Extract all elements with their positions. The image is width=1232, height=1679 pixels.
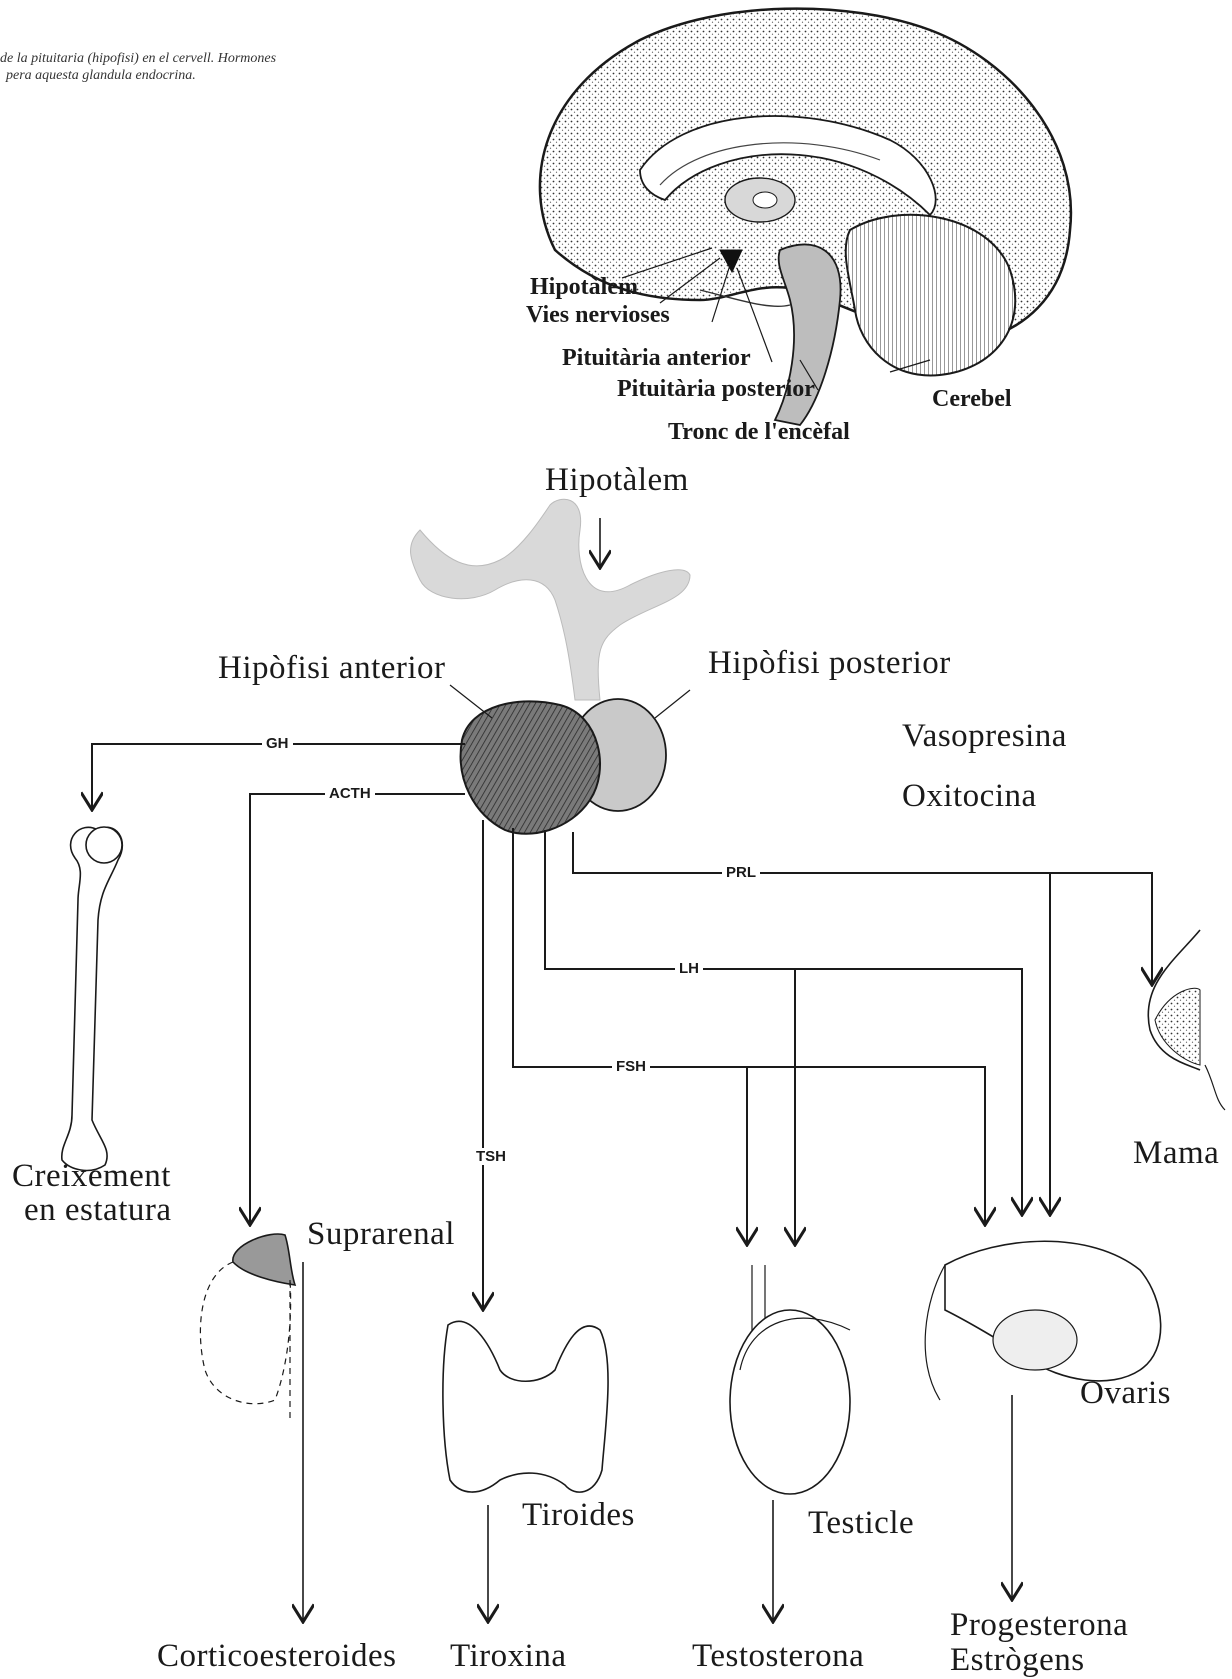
breast-organ: [1148, 930, 1225, 1110]
product-estrogens: Estrògens: [950, 1642, 1085, 1679]
brain-label-hypothalamus: Hipotàlem: [530, 274, 638, 301]
brain-label-brainstem: Tronc de l'encèfal: [668, 419, 850, 446]
lh-pathway: [545, 830, 1022, 1215]
hypothalamus-stalk: [411, 499, 690, 700]
brain-label-anterior-pituitary: Pituitària anterior: [562, 345, 751, 372]
product-corticosteroids: Corticoesteroides: [157, 1638, 396, 1675]
brain-label-posterior-pituitary: Pituitària posterior: [617, 376, 815, 403]
acth-pathway: [250, 794, 465, 1225]
oxytocin-label: Oxitocina: [902, 778, 1037, 815]
caption-line-1: de la pituitaria (hipofisi) en el cervel…: [0, 50, 276, 67]
caption-line-2: pera aquesta glandula endocrina.: [0, 67, 276, 84]
target-testicle: Testicle: [808, 1505, 914, 1542]
product-progesterone: Progesterona: [950, 1607, 1128, 1644]
hormone-prl: PRL: [722, 864, 760, 881]
femur-bone: [62, 827, 123, 1170]
hypothalamus-title: Hipotàlem: [545, 462, 689, 499]
brain-label-cerebellum: Cerebel: [932, 386, 1012, 413]
thyroid-gland: [443, 1321, 608, 1492]
product-testosterone: Testosterona: [692, 1638, 864, 1675]
hormone-tsh: TSH: [472, 1148, 510, 1165]
target-breast: Mama: [1133, 1135, 1219, 1172]
adrenal-kidney: [200, 1234, 295, 1420]
testicle-organ: [730, 1265, 850, 1494]
anterior-pituitary-lobe: [461, 701, 600, 833]
thalamus-highlight: [753, 192, 777, 208]
target-adrenal: Suprarenal: [307, 1216, 455, 1253]
vasopressin-label: Vasopresina: [902, 718, 1067, 755]
hormone-lh: LH: [675, 960, 703, 977]
gh-pathway: [92, 744, 465, 810]
target-ovaries: Ovaris: [1080, 1375, 1171, 1412]
brain-label-nerve-pathways: Vies nervioses: [526, 302, 670, 329]
figure-caption: de la pituitaria (hipofisi) en el cervel…: [0, 50, 276, 84]
target-thyroid: Tiroides: [522, 1497, 635, 1534]
product-thyroxine: Tiroxina: [450, 1638, 566, 1675]
fsh-pathway: [513, 828, 985, 1225]
anterior-pituitary-label: Hipòfisi anterior: [218, 650, 446, 687]
target-growth-line1: Creixement: [12, 1158, 171, 1195]
hormone-fsh: FSH: [612, 1058, 650, 1075]
posterior-leader-line: [655, 690, 690, 718]
hormone-acth: ACTH: [325, 785, 375, 802]
prl-pathway: [573, 832, 1152, 985]
hormone-pathways: [92, 744, 1152, 1622]
hormone-gh: GH: [262, 735, 293, 752]
target-growth-line2: en estatura: [24, 1192, 172, 1229]
anterior-leader-line: [450, 685, 492, 718]
posterior-pituitary-label: Hipòfisi posterior: [708, 645, 951, 682]
